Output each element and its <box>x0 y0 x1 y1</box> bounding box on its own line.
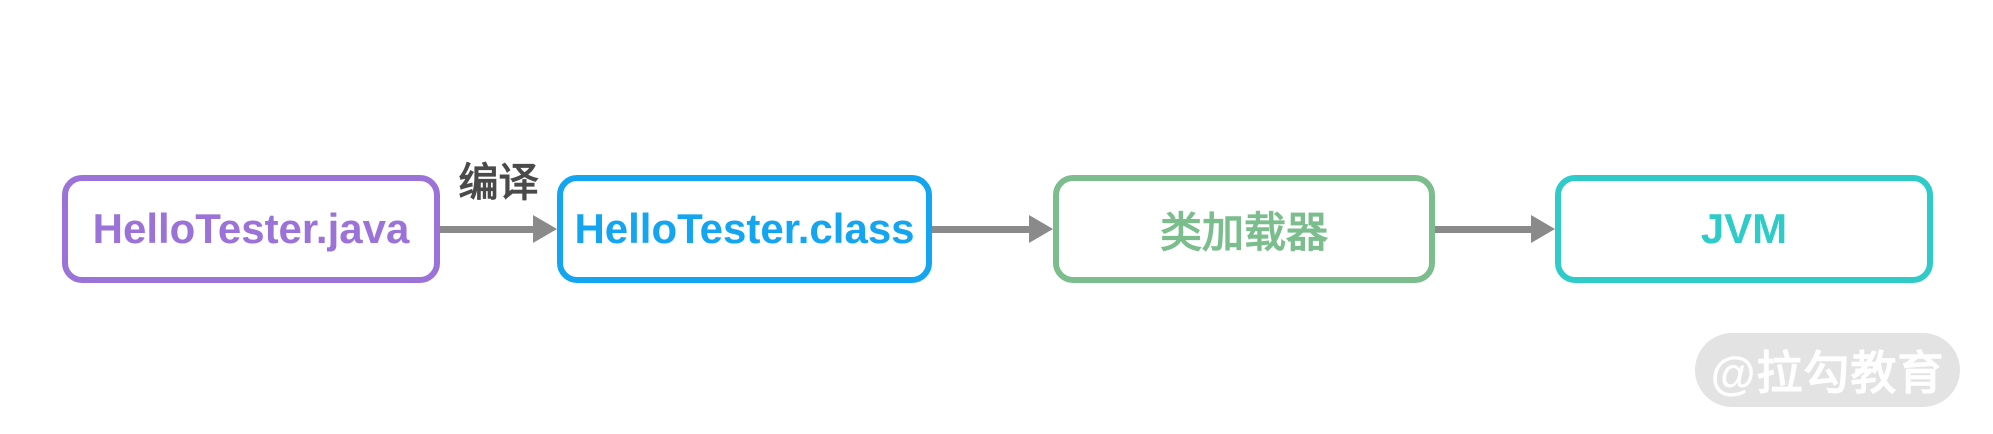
compile-edge-label: 编译 <box>458 161 539 205</box>
node-class-file: HelloTester.class <box>557 175 932 283</box>
arrow-head-icon <box>533 215 557 243</box>
node-jvm-label: JVM <box>1700 205 1788 252</box>
arrow-shaft <box>932 225 1029 233</box>
node-class-loader: 类加载器 <box>1053 175 1435 283</box>
arrow-head-icon <box>1029 215 1053 243</box>
arrow-shaft <box>1435 225 1531 233</box>
node-jvm: JVM <box>1555 175 1933 283</box>
arrow-load-icon <box>932 215 1053 243</box>
arrow-compile-icon <box>440 215 557 243</box>
arrow-shaft <box>440 225 533 233</box>
watermark-badge: @拉勾教育 <box>1695 333 1960 407</box>
watermark-text: @拉勾教育 <box>1710 347 1945 399</box>
node-source-file: HelloTester.java <box>62 175 440 283</box>
node-class-loader-label: 类加载器 <box>1159 208 1328 256</box>
node-source-file-label: HelloTester.java <box>92 205 410 252</box>
arrow-to-jvm-icon <box>1435 215 1555 243</box>
arrow-head-icon <box>1531 215 1555 243</box>
node-class-file-label: HelloTester.class <box>574 205 915 252</box>
